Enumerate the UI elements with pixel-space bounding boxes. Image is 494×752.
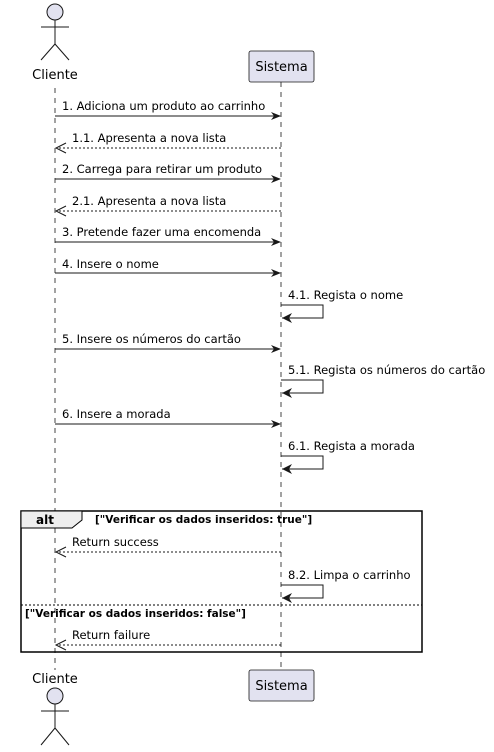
message-label: 8.2. Limpa o carrinho: [288, 568, 411, 582]
message-label: 6.1. Regista a morada: [288, 439, 415, 453]
arrowhead-solid: [282, 464, 292, 474]
alt-tab: [20, 510, 83, 529]
message-label: 1. Adiciona um produto ao carrinho: [62, 99, 265, 113]
sistema-label-bottom: Sistema: [255, 679, 307, 694]
self-message-arrow: [281, 455, 324, 470]
alt-fragment: [20, 510, 423, 653]
message-label: 1.1. Apresenta a nova lista: [72, 131, 226, 145]
message-label: 5.1. Regista os números do cartão: [288, 363, 485, 377]
message-label: 2. Carrega para retirar um produto: [62, 162, 262, 176]
arrowhead-open: [54, 205, 67, 217]
alt-guard-false: ["Verificar os dados inseridos: false"]: [25, 608, 246, 620]
sistema-box-bottom: [248, 669, 315, 702]
self-message-arrow: [281, 379, 324, 394]
self-message-arrow: [281, 584, 324, 599]
message-label: 6. Insere a morada: [62, 407, 171, 421]
arrowhead-solid: [282, 388, 292, 398]
message-label: 4. Insere o nome: [62, 257, 159, 271]
sistema-box-top: [248, 50, 315, 83]
arrowhead-solid: [282, 593, 292, 603]
message-label: 5. Insere os números do cartão: [62, 332, 241, 346]
sistema-label-top: Sistema: [255, 60, 307, 75]
message-label: Return failure: [72, 628, 150, 642]
alt-guard-true: ["Verificar os dados inseridos: true"]: [95, 514, 312, 526]
message-label: Return success: [72, 535, 159, 549]
cliente-label-top: Cliente: [32, 68, 78, 83]
arrowhead-open: [54, 546, 67, 558]
self-message-arrow: [281, 304, 324, 319]
message-label: 3. Pretende fazer uma encomenda: [62, 225, 261, 239]
cliente-actor-bottom-icon: [40, 687, 70, 746]
cliente-label-bottom: Cliente: [32, 672, 78, 687]
alt-keyword: alt: [36, 513, 54, 527]
arrowhead-open: [54, 142, 67, 154]
message-label: 4.1. Regista o nome: [288, 288, 403, 302]
message-label: 2.1. Apresenta a nova lista: [72, 194, 226, 208]
arrowhead-solid: [282, 313, 292, 323]
cliente-actor-top-icon: [40, 3, 70, 61]
arrowhead-open: [54, 639, 67, 651]
